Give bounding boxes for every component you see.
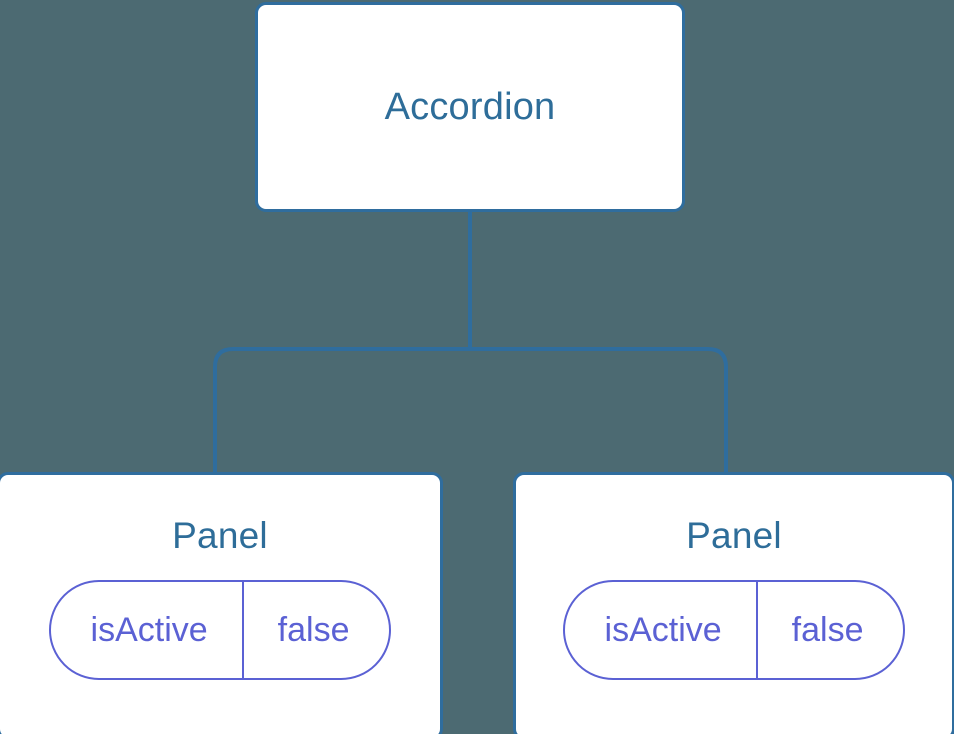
prop-value-isactive-right: false [755,582,904,678]
node-accordion[interactable]: Accordion [255,2,685,212]
node-panel-right[interactable]: Panel isActive false [513,472,954,734]
node-panel-left[interactable]: Panel isActive false [0,472,443,734]
node-panel-right-label: Panel [686,515,782,556]
node-accordion-label: Accordion [384,86,556,128]
connector-bus-right [470,347,728,474]
prop-key-isactive-right: isActive [604,611,722,649]
connector-bus-left [213,347,470,474]
prop-pill-right[interactable]: isActive false [562,580,906,680]
node-panel-left-label: Panel [172,515,268,556]
prop-pill-left[interactable]: isActive false [48,580,392,680]
prop-value-isactive-left: false [241,582,390,678]
prop-key-isactive-left: isActive [90,611,208,649]
